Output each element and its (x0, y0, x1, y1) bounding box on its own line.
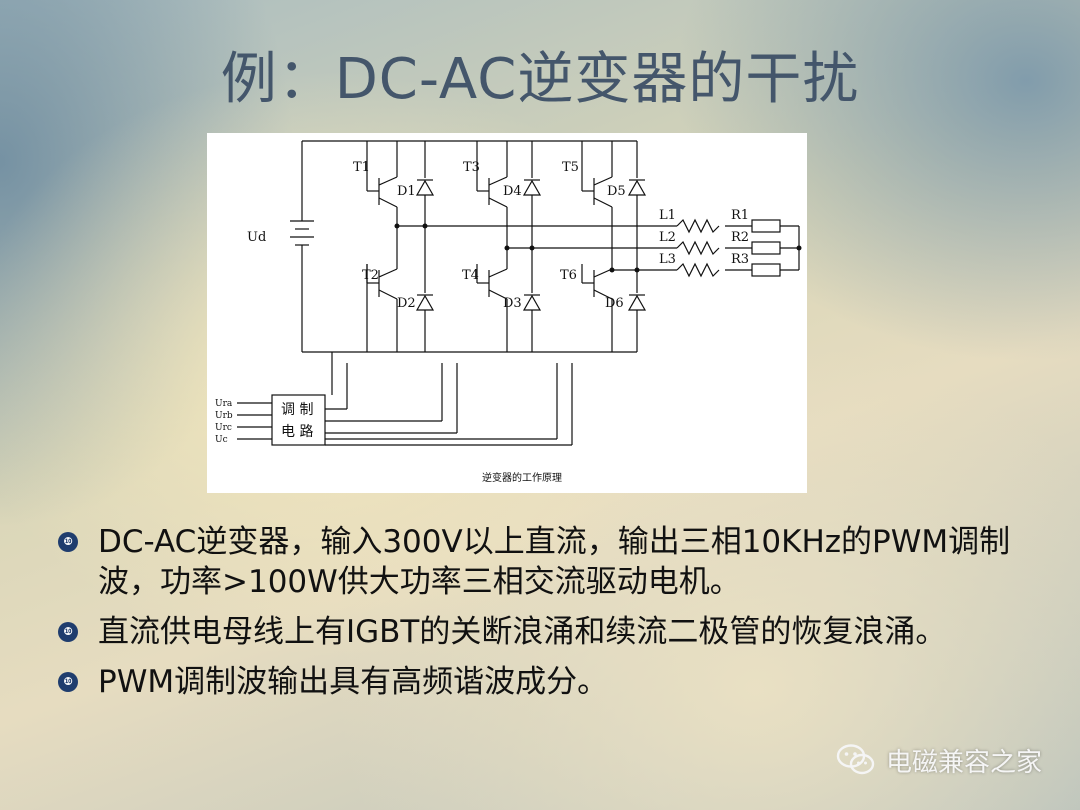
diode-label: D1 (397, 184, 416, 199)
numbered-10-bullet-icon: ❿ (58, 672, 78, 692)
diode-label: D2 (397, 296, 416, 311)
bullet-text: 直流供电母线上有IGBT的关断浪涌和续流二极管的恢复浪涌。 (98, 614, 947, 650)
resistor-label: R1 (731, 208, 749, 223)
resistor-label: R2 (731, 230, 749, 245)
transistor-label: T5 (562, 160, 579, 175)
bullet-item: ❿ 直流供电母线上有IGBT的关断浪涌和续流二极管的恢复浪涌。 (58, 612, 1018, 652)
slide-title: 例：DC-AC逆变器的干扰 (220, 47, 860, 112)
circuit-schematic: Ud T1 T3 T5 T2 T4 T6 D1 D4 D5 D2 D3 D6 L… (215, 140, 802, 484)
input-label: Urb (215, 411, 233, 421)
resistor-label: R3 (731, 252, 749, 267)
diode-label: D3 (503, 296, 522, 311)
bullet-item: ❿ DC-AC逆变器，输入300V以上直流，输出三相10KHz的PWM调制波，功… (58, 522, 1018, 602)
numbered-10-bullet-icon: ❿ (58, 622, 78, 642)
inductor-label: L1 (659, 208, 676, 223)
diode-label: D4 (503, 184, 522, 199)
source-label: Ud (247, 230, 266, 245)
modulator-label: 电 路 (281, 424, 313, 440)
transistor-label: T3 (463, 160, 480, 175)
inductor-label: L3 (659, 252, 676, 267)
bullet-item: ❿ PWM调制波输出具有高频谐波成分。 (58, 662, 1018, 702)
input-label: Uc (215, 435, 228, 445)
bullet-text: PWM调制波输出具有高频谐波成分。 (98, 664, 609, 700)
diagram-caption: 逆变器的工作原理 (482, 471, 562, 484)
modulator-label: 调 制 (281, 402, 313, 418)
watermark: 电磁兼容之家 (836, 738, 1042, 782)
bullet-list: ❿ DC-AC逆变器，输入300V以上直流，输出三相10KHz的PWM调制波，功… (58, 522, 1018, 712)
transistor-label: T2 (362, 268, 379, 283)
input-label: Ura (215, 399, 233, 409)
wechat-icon (836, 744, 875, 775)
diode-label: D5 (607, 184, 626, 199)
bullet-text: DC-AC逆变器，输入300V以上直流，输出三相10KHz的PWM调制波，功率>… (98, 524, 1011, 600)
transistor-label: T1 (353, 160, 370, 175)
inverter-circuit-diagram: Ud T1 T3 T5 T2 T4 T6 D1 D4 D5 D2 D3 D6 L… (207, 133, 807, 493)
transistor-label: T6 (560, 268, 577, 283)
transistor-label: T4 (462, 268, 479, 283)
watermark-text: 电磁兼容之家 (886, 747, 1043, 778)
numbered-10-bullet-icon: ❿ (58, 532, 78, 552)
diode-label: D6 (605, 296, 624, 311)
inductor-label: L2 (659, 230, 676, 245)
input-label: Urc (215, 423, 232, 433)
